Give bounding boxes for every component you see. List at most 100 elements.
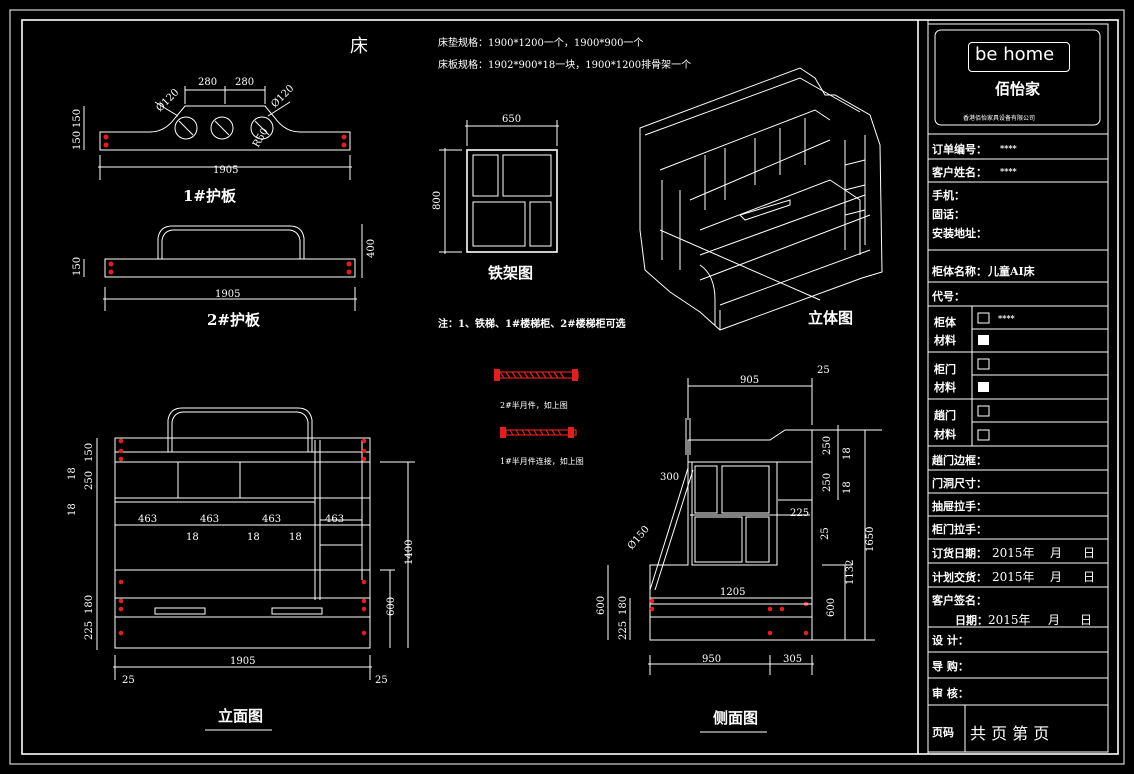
drawing-title: 床: [350, 36, 368, 57]
front-dim-150: 150: [84, 443, 95, 462]
logo-cn: 佰怡家: [995, 80, 1041, 98]
sign-date-month: 月: [1048, 613, 1061, 627]
guard2-dim-150: 150: [72, 257, 83, 276]
inner-border: [21, 19, 1119, 755]
row-phone-label: 固话：: [932, 208, 965, 221]
mat1-value: ****: [998, 313, 1015, 323]
guard1-dim-150a: 150: [72, 109, 83, 128]
front-label: 立面图: [218, 707, 263, 725]
mat3-label1: 趟门: [934, 409, 956, 422]
side-dim-1205: 1205: [720, 587, 745, 598]
title-block-grid: [917, 20, 1109, 754]
side-dim-1650: 1650: [865, 527, 876, 552]
mat1-label2: 材料: [934, 334, 956, 347]
frame-label: 铁架图: [488, 264, 533, 282]
side-dim-1132: 1132: [845, 560, 856, 585]
mat3-label2: 材料: [934, 428, 956, 441]
mat1-label1: 柜体: [934, 316, 956, 329]
side-dim-300: 300: [660, 472, 679, 483]
side-dim-180: 180: [618, 596, 629, 615]
front-elevation: 150 250 18 18 463 463 463 463 18 18 18 1…: [67, 407, 415, 731]
guard1-dim-1905: 1905: [213, 165, 238, 176]
front-dim-463c: 463: [262, 514, 281, 525]
front-dim-463d: 463: [325, 514, 344, 525]
side-dim-225b: 225: [618, 621, 629, 640]
order-date-label: 订货日期：: [932, 547, 987, 560]
side-dim-25a: 25: [817, 365, 830, 376]
front-red-bolts: [118, 438, 367, 636]
side-dim-950: 950: [702, 654, 721, 665]
front-dim-180: 180: [84, 595, 95, 614]
sign-date-day: 日: [1080, 613, 1093, 627]
fitting1-text: 2#半月件，如上图: [500, 400, 568, 410]
front-dim-600: 600: [386, 597, 397, 616]
mat2-label2: 材料: [934, 381, 956, 394]
iron-frame: 650 800 铁架图: [432, 114, 559, 282]
guard1-dim-r50: R50: [251, 126, 271, 149]
front-dim-25a: 25: [122, 675, 135, 686]
side-elevation: 905 25 250 18 250 18 300 225 25 1650 Ø15…: [596, 365, 882, 733]
row-customer-value: ****: [1000, 166, 1017, 176]
iso-label: 立体图: [808, 309, 853, 327]
logo: [968, 42, 1070, 72]
row-cabinet-name-value: 儿童AI床: [988, 265, 1035, 278]
front-dim-250: 250: [84, 471, 95, 490]
door-handle-label: 柜门拉手：: [932, 523, 987, 536]
front-dim-1905: 1905: [230, 656, 255, 667]
row-order-no-label: 订单编号：: [932, 143, 987, 156]
guard1-label: 1#护板: [183, 187, 237, 205]
mat2-label1: 柜门: [934, 363, 956, 376]
sign-date-year: 2015年: [988, 613, 1031, 627]
guard2-label: 2#护板: [207, 311, 261, 329]
side-red-bolts: [649, 598, 809, 636]
frame-dim-650: 650: [502, 114, 521, 125]
side-dim-600a: 600: [596, 596, 607, 615]
fittings: 2#半月件，如上图 1#半月件连接，如上图: [494, 369, 584, 466]
front-dim-25b: 25: [375, 675, 388, 686]
sign-date-label: 日期：: [955, 614, 988, 627]
guard1-dim-150b: 150: [72, 131, 83, 150]
side-dim-250a: 250: [822, 436, 833, 455]
page-label: 页码: [932, 726, 954, 739]
drawing-note: 注：1、铁梯、1#楼梯柜、2#楼梯柜可选: [438, 317, 626, 330]
side-dim-18b: 18: [842, 481, 853, 494]
plan-date-day: 日: [1083, 570, 1096, 584]
spec-line-2: 床板规格：1902*900*18一块，1900*1200排骨架一个: [438, 58, 691, 71]
row-address-label: 安装地址：: [932, 227, 987, 240]
side-label: 侧面图: [713, 709, 758, 727]
frame-dim-800: 800: [432, 191, 443, 210]
front-dim-18d: 18: [247, 532, 260, 543]
side-dim-d150: Ø150: [626, 524, 652, 552]
plan-date-year: 2015年: [992, 570, 1035, 584]
guard-board-1: 280 280 Ø120 Ø120 150 150 1905 R50 1#护板: [72, 77, 352, 205]
front-dim-18c: 18: [186, 532, 199, 543]
fitting2-text: 1#半月件连接，如上图: [500, 456, 584, 466]
door-opening-label: 门洞尺寸：: [932, 477, 987, 490]
guard-board-2: 150 400 1905 2#护板: [72, 224, 377, 329]
order-date-year: 2015年: [992, 546, 1035, 560]
side-dim-18a: 18: [842, 447, 853, 460]
sliding-door-frame-label: 趟门边框：: [932, 454, 987, 467]
front-dim-18e: 18: [289, 532, 302, 543]
customer-sign-label: 客户签名：: [932, 594, 987, 607]
side-dim-225: 225: [790, 508, 809, 519]
front-dim-225: 225: [84, 621, 95, 640]
guard1-dim-280a: 280: [198, 77, 217, 88]
front-dim-463b: 463: [200, 514, 219, 525]
row-order-no-value: ****: [1000, 143, 1017, 153]
guard2-dim-400: 400: [366, 239, 377, 258]
guard2-dim-1905: 1905: [215, 289, 240, 300]
side-dim-905: 905: [740, 375, 759, 386]
front-dim-1400: 1400: [404, 540, 415, 565]
order-date-month: 月: [1050, 546, 1063, 560]
order-date-day: 日: [1083, 546, 1096, 560]
front-dim-18b: 18: [67, 503, 78, 516]
side-dim-600b: 600: [826, 598, 837, 617]
guide-label: 导 购：: [932, 660, 969, 673]
review-label: 审 核：: [932, 687, 969, 700]
page-text: 共 页 第 页: [970, 724, 1050, 743]
isometric-view: 立体图: [639, 67, 883, 331]
side-dim-25b: 25: [820, 527, 831, 540]
side-dim-250b: 250: [822, 473, 833, 492]
row-code-label: 代号：: [932, 290, 965, 303]
